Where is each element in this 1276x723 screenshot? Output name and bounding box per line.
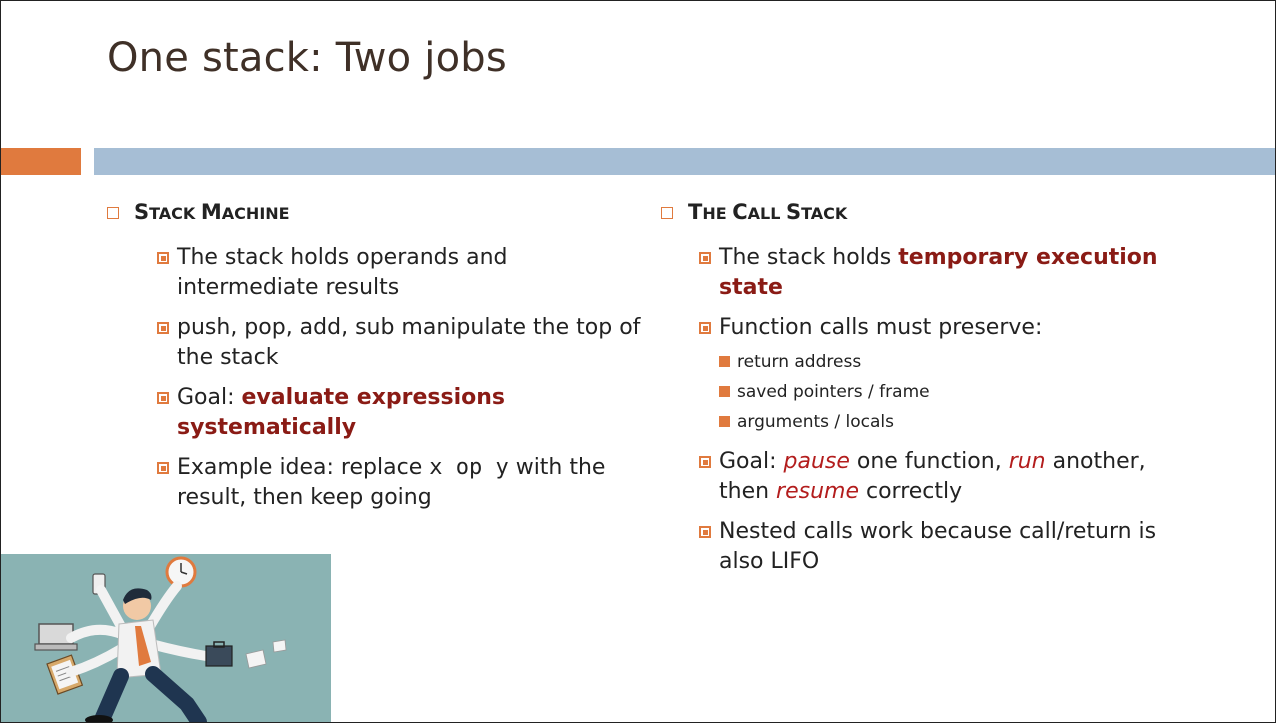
slide-title: One stack: Two jobs [107, 35, 507, 81]
title-accent-bar-orange [1, 148, 81, 175]
list-item: Goal: pause one function, run another, t… [661, 447, 1181, 507]
square-bullet-icon [719, 416, 730, 427]
list-item: push, pop, add, sub manipulate the top o… [107, 313, 647, 373]
stack-machine-heading: STACK MACHINE [107, 199, 647, 227]
bullet-icon [699, 252, 711, 264]
title-accent-bar-blue [94, 148, 1275, 175]
businessman-icon [1, 554, 331, 722]
list-item: Example idea: replace x op y with the re… [107, 453, 647, 513]
bullet-icon [699, 526, 711, 538]
heading-bullet-box [107, 207, 119, 219]
bullet-icon [157, 392, 169, 404]
bullet-icon [699, 456, 711, 468]
sub-list-item: arguments / locals [719, 407, 1181, 437]
bullet-icon [157, 462, 169, 474]
list-item: The stack holds operands and intermediat… [107, 243, 647, 303]
right-column: THE CALL STACK The stack holds temporary… [661, 199, 1181, 587]
left-column: STACK MACHINE The stack holds operands a… [107, 199, 647, 523]
sub-list-item: return address [719, 347, 1181, 377]
bullet-icon [699, 322, 711, 334]
square-bullet-icon [719, 356, 730, 367]
call-stack-heading: THE CALL STACK [661, 199, 1181, 227]
square-bullet-icon [719, 386, 730, 397]
list-item: Function calls must preserve: return add… [661, 313, 1181, 437]
multitasking-businessman-illustration [1, 554, 331, 722]
sub-list-item: saved pointers / frame [719, 377, 1181, 407]
list-item: Goal: evaluate expressions systematicall… [107, 383, 647, 443]
bullet-icon [157, 252, 169, 264]
bullet-icon [157, 322, 169, 334]
heading-bullet-box [661, 207, 673, 219]
list-item: The stack holds temporary execution stat… [661, 243, 1181, 303]
list-item: Nested calls work because call/return is… [661, 517, 1181, 577]
